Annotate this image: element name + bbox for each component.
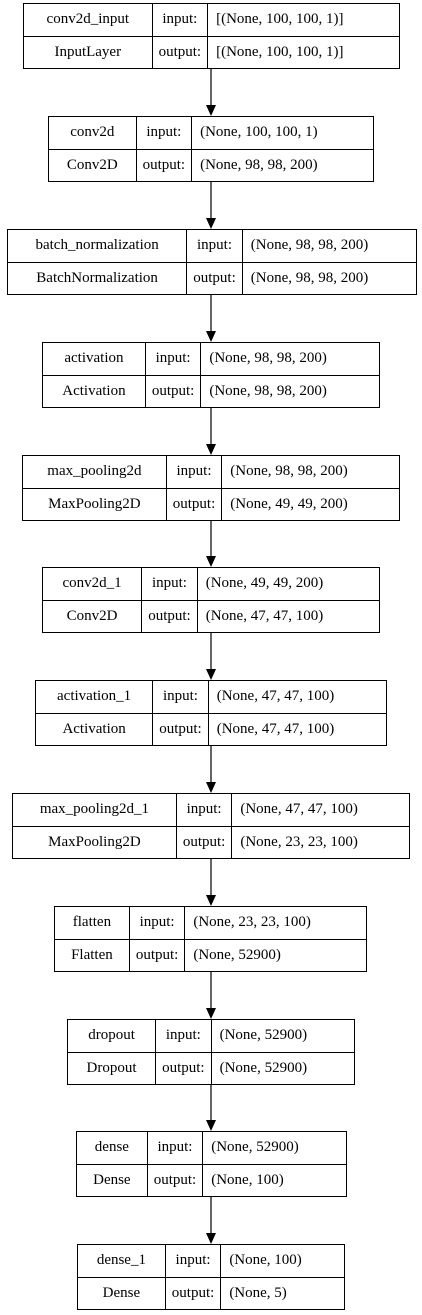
edge-arrow: [206, 1197, 216, 1244]
layer-type: Dropout: [68, 1051, 157, 1084]
io-label: output:: [155, 1051, 212, 1084]
input-shape: (None, 52900): [210, 1020, 354, 1053]
layer-type: BatchNormalization: [8, 261, 188, 294]
io-label: input:: [151, 4, 209, 37]
layer-name: dense_1: [78, 1245, 166, 1278]
output-shape: (None, 47, 47, 100): [207, 712, 386, 745]
layer-name: batch_normalization: [8, 230, 188, 263]
layer-name: conv2d_1: [43, 568, 143, 601]
layer-type: Conv2D: [43, 599, 143, 632]
layer-type: Activation: [43, 374, 146, 407]
io-label: output:: [144, 374, 202, 407]
layer-type: Conv2D: [49, 148, 137, 181]
io-label: input:: [128, 907, 186, 940]
io-label: input:: [164, 1245, 222, 1278]
edge-arrow: [206, 859, 216, 906]
input-shape: (None, 52900): [202, 1132, 346, 1165]
layer-name: conv2d: [49, 117, 137, 150]
layer-name: dropout: [68, 1020, 157, 1053]
layer-type: Dense: [77, 1163, 148, 1196]
input-shape: (None, 47, 47, 100): [231, 794, 409, 827]
edge-arrow: [206, 746, 216, 793]
edge-arrow: [206, 69, 216, 116]
io-label: output:: [141, 599, 198, 632]
output-shape: (None, 98, 98, 200): [241, 261, 416, 294]
input-shape: (None, 49, 49, 200): [196, 568, 379, 601]
io-label: input:: [155, 1020, 212, 1053]
layer-type: Activation: [36, 712, 154, 745]
edge-arrow: [206, 972, 216, 1019]
io-label: input:: [175, 794, 233, 827]
io-label: output:: [165, 487, 223, 520]
layer-type: MaxPooling2D: [23, 487, 167, 520]
layer-name: max_pooling2d: [23, 456, 167, 489]
output-shape: (None, 52900): [210, 1051, 354, 1084]
layer-name: dense: [77, 1132, 148, 1165]
layer-name: activation_1: [36, 681, 154, 714]
io-label: output:: [135, 148, 193, 181]
edge-arrow: [206, 1085, 216, 1131]
output-shape: (None, 47, 47, 100): [196, 599, 379, 632]
io-label: output:: [164, 1276, 222, 1309]
input-shape: (None, 47, 47, 100): [207, 681, 386, 714]
input-shape: [(None, 100, 100, 1)]: [207, 4, 399, 37]
output-shape: (None, 49, 49, 200): [221, 487, 399, 520]
input-shape: (None, 98, 98, 200): [221, 456, 399, 489]
layer-name: max_pooling2d_1: [13, 794, 177, 827]
output-shape: (None, 5): [220, 1276, 344, 1309]
io-label: output:: [128, 938, 186, 971]
edge-arrow: [206, 182, 216, 229]
input-shape: (None, 100, 100, 1): [191, 117, 373, 150]
io-label: output:: [175, 825, 233, 858]
edge-arrow: [206, 295, 216, 342]
output-shape: (None, 23, 23, 100): [231, 825, 409, 858]
io-label: output:: [152, 712, 209, 745]
layer-type: InputLayer: [24, 35, 153, 68]
layer-name: conv2d_input: [24, 4, 153, 37]
input-shape: (None, 100): [220, 1245, 344, 1278]
output-shape: [(None, 100, 100, 1)]: [207, 35, 399, 68]
layer-type: Flatten: [55, 938, 130, 971]
io-label: output:: [146, 1163, 204, 1196]
output-shape: (None, 52900): [184, 938, 366, 971]
output-shape: (None, 98, 98, 200): [200, 374, 379, 407]
io-label: input:: [152, 681, 209, 714]
io-label: input:: [146, 1132, 204, 1165]
io-label: input:: [186, 230, 243, 263]
layer-type: MaxPooling2D: [13, 825, 177, 858]
edge-arrow: [206, 408, 216, 455]
io-label: input:: [165, 456, 223, 489]
output-shape: (None, 98, 98, 200): [191, 148, 373, 181]
output-shape: (None, 100): [202, 1163, 346, 1196]
io-label: input:: [144, 343, 202, 376]
io-label: output:: [186, 261, 243, 294]
layer-name: flatten: [55, 907, 130, 940]
edge-arrow: [206, 633, 216, 680]
input-shape: (None, 23, 23, 100): [184, 907, 366, 940]
layer-type: Dense: [78, 1276, 166, 1309]
edge-arrow: [206, 521, 216, 567]
input-shape: (None, 98, 98, 200): [241, 230, 416, 263]
input-shape: (None, 98, 98, 200): [200, 343, 379, 376]
layer-name: activation: [43, 343, 146, 376]
io-label: input:: [135, 117, 193, 150]
io-label: input:: [141, 568, 198, 601]
io-label: output:: [151, 35, 209, 68]
